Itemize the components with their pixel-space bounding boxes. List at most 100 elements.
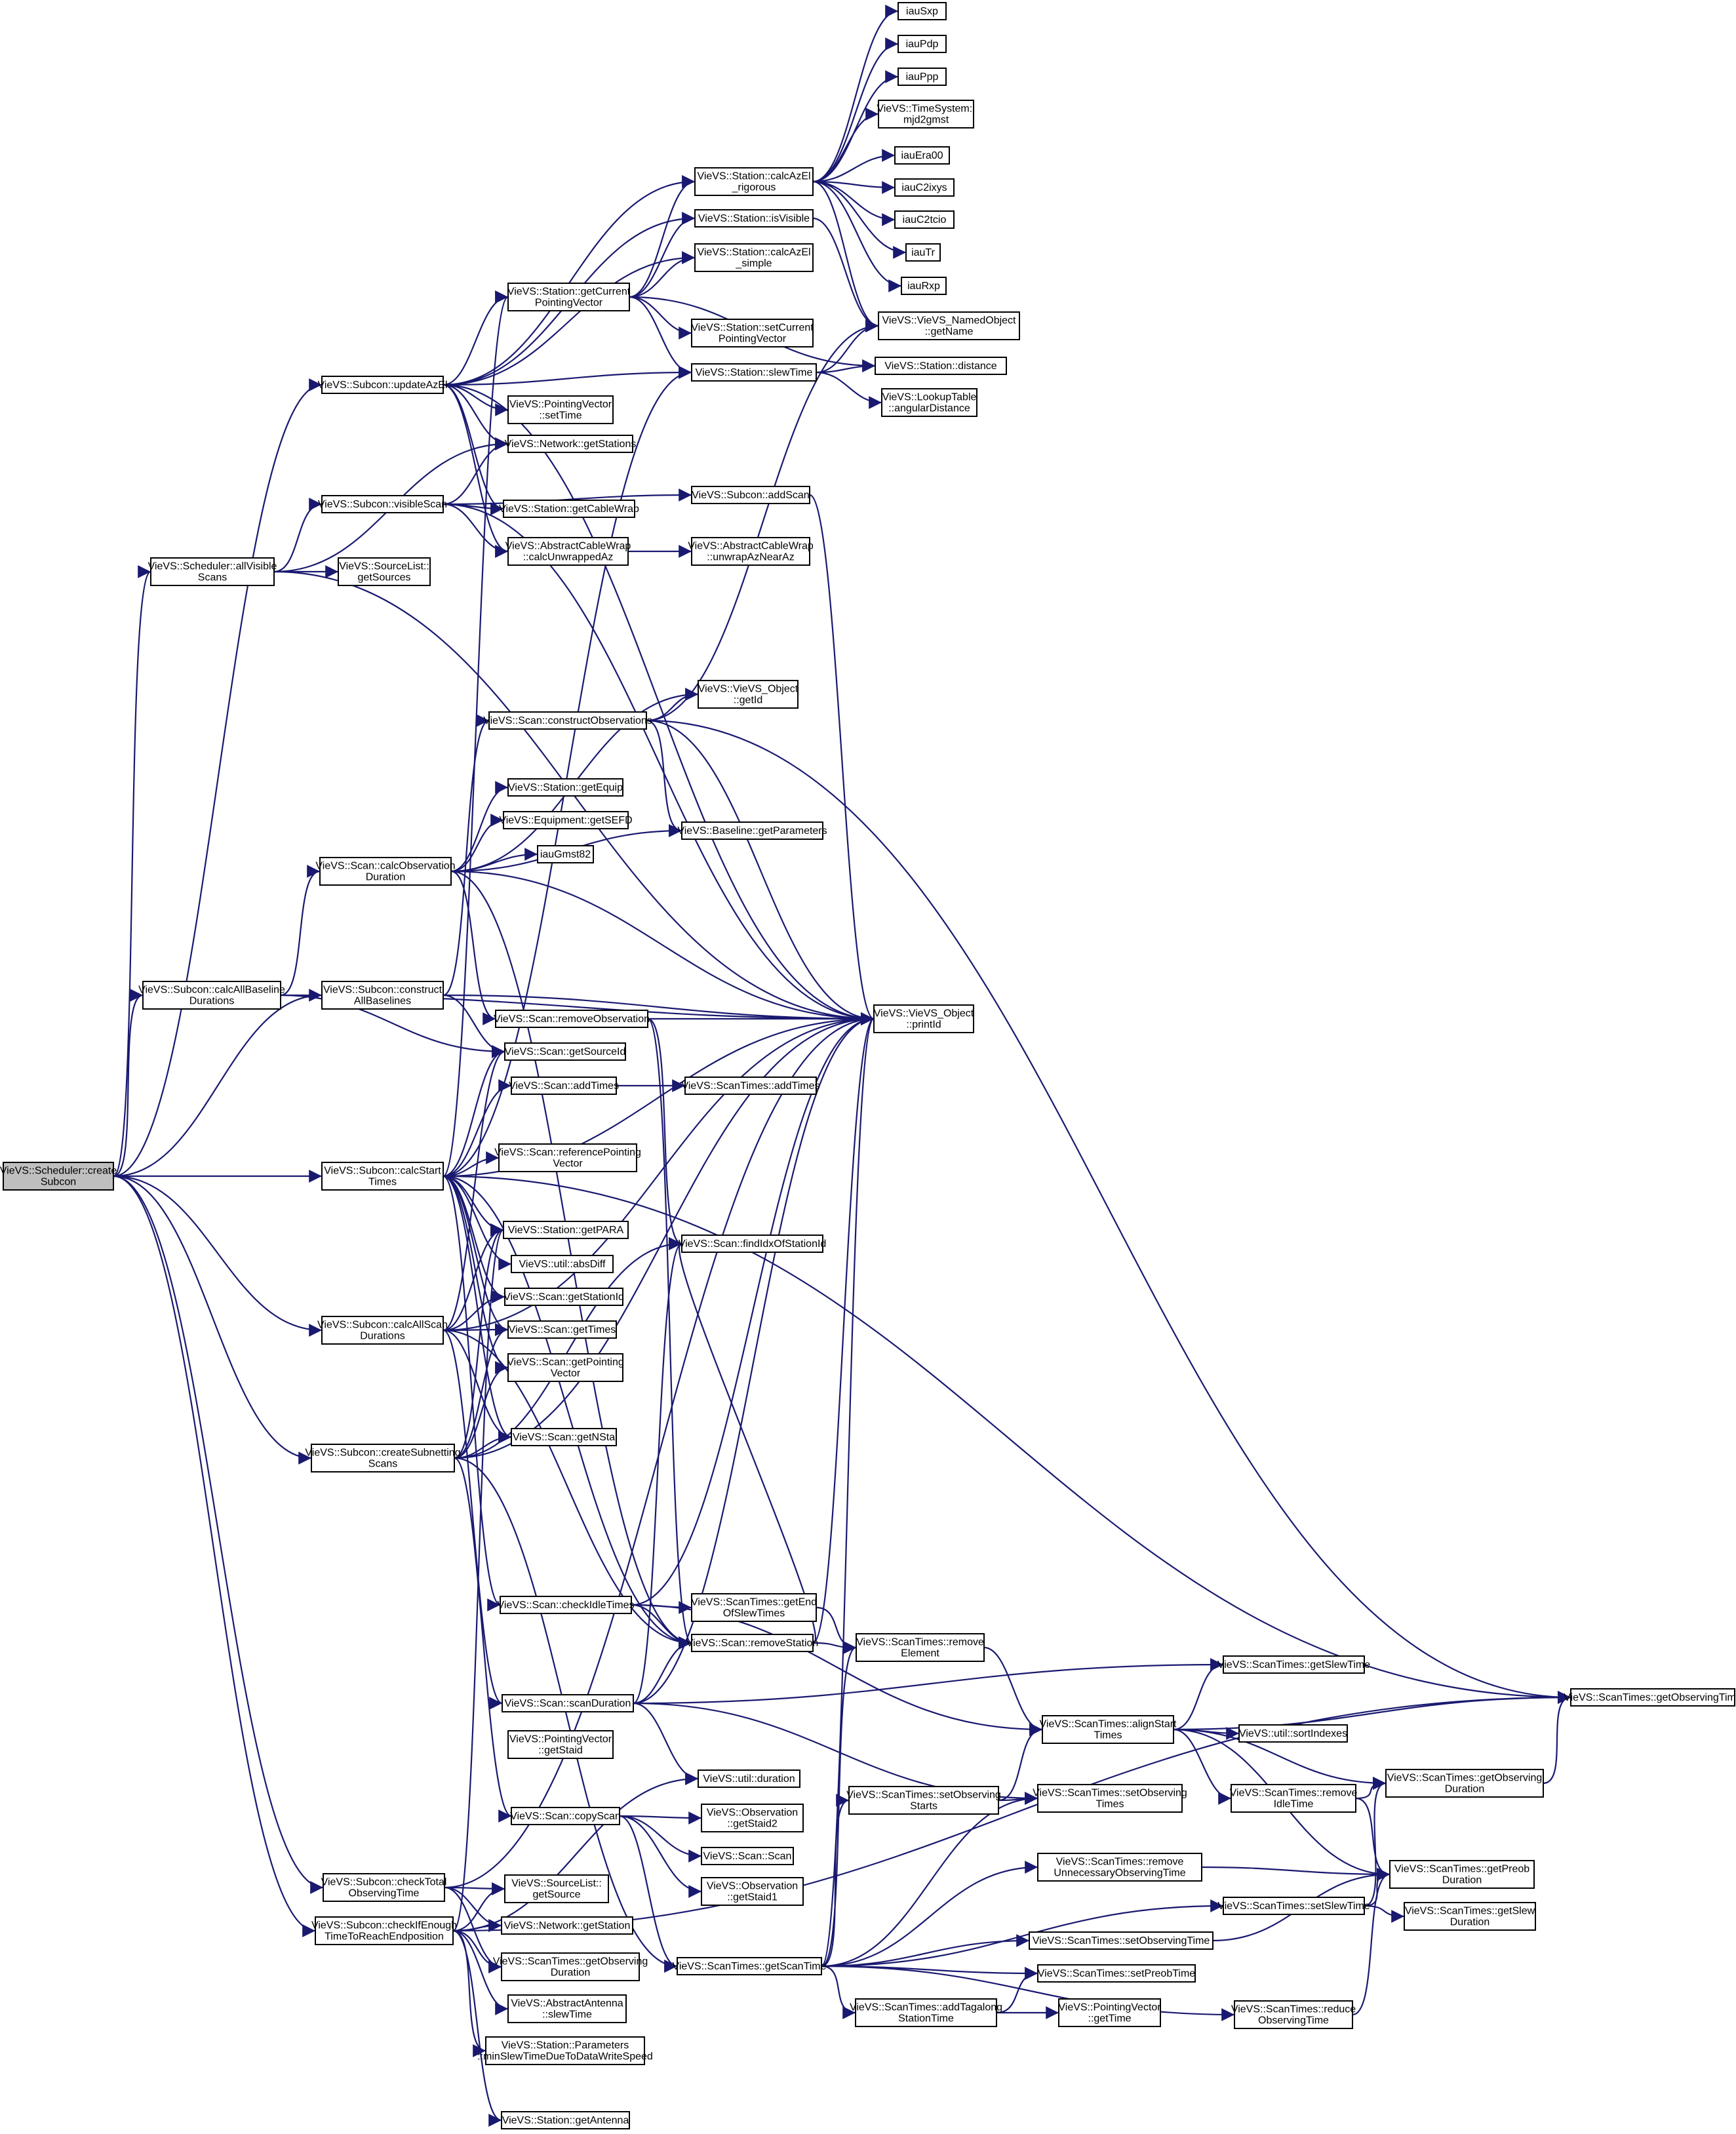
node-setPreobTime[interactable]: VieVS::ScanTimes::setPreobTime — [1037, 1964, 1196, 1983]
node-util_duration[interactable]: VieVS::util::duration — [698, 1769, 800, 1788]
node-getParameters[interactable]: VieVS::Baseline::getParameters — [677, 821, 827, 840]
node-constructObservations[interactable]: VieVS::Scan::constructObservations — [483, 711, 652, 730]
node-getSourceId[interactable]: VieVS::Scan::getSourceId — [504, 1042, 626, 1061]
node-getStationId[interactable]: VieVS::Scan::getStationId — [503, 1288, 624, 1306]
node-setSlewTime[interactable]: VieVS::ScanTimes::setSlewTime — [1217, 1897, 1370, 1915]
node-getAntenna[interactable]: VieVS::Station::getAntenna — [501, 2111, 630, 2129]
node-st_getObservingTime[interactable]: VieVS::ScanTimes::getObservingTime — [1564, 1688, 1736, 1707]
node-label: VieVS::AbstractAntenna::slewTime — [511, 1998, 623, 2021]
node-mjd2gmst[interactable]: VieVS::TimeSystem::mjd2gmst — [877, 100, 976, 128]
edge-calcObservationDuration-to-removeObservation — [450, 870, 496, 1025]
node-setObservingTime[interactable]: VieVS::ScanTimes::setObservingTime — [1029, 1931, 1213, 1950]
node-getSources[interactable]: VieVS::SourceList::getSources — [338, 557, 431, 586]
node-iauRxp[interactable]: iauRxp — [901, 277, 947, 295]
node-st_addTimes[interactable]: VieVS::ScanTimes::addTimes — [681, 1077, 820, 1095]
node-iauTr[interactable]: iauTr — [905, 243, 941, 262]
node-iauSxp[interactable]: iauSxp — [898, 2, 947, 20]
node-label-line: VieVS::SourceList:: — [339, 561, 429, 572]
node-isVisible[interactable]: VieVS::Station::isVisible — [694, 209, 814, 227]
node-iauC2ixys[interactable]: iauC2ixys — [894, 178, 955, 197]
node-getSEFD[interactable]: VieVS::Equipment::getSEFD — [499, 811, 633, 829]
node-unwrapAzNearAz[interactable]: VieVS::AbstractCableWrap::unwrapAzNearAz — [688, 537, 814, 566]
node-label-line: iauPdp — [906, 39, 939, 50]
node-iauEra00[interactable]: iauEra00 — [894, 146, 950, 165]
node-scan_Scan[interactable]: VieVS::Scan::Scan — [701, 1847, 794, 1865]
node-minSlewTime[interactable]: VieVS::Station::Parameters::minSlewTimeD… — [477, 2036, 653, 2065]
node-subcon_addScan[interactable]: VieVS::Subcon::addScan — [691, 486, 810, 504]
node-calcAzEl_simple[interactable]: VieVS::Station::calcAzEl_simple — [694, 243, 814, 272]
node-box — [701, 1877, 804, 1906]
node-label-line: VieVS::ScanTimes::getScanTime — [672, 1961, 826, 1972]
node-copyScan[interactable]: VieVS::Scan::copyScan — [510, 1807, 621, 1825]
node-visibleScan[interactable]: VieVS::Subcon::visibleScan — [318, 495, 447, 513]
node-label: VieVS::ScanTimes::addTimes — [681, 1080, 819, 1092]
node-sortIndexes[interactable]: VieVS::util::sortIndexes — [1238, 1724, 1348, 1743]
node-slewTime[interactable]: VieVS::Station::slewTime — [691, 363, 817, 382]
node-box — [321, 981, 444, 1010]
node-getStations[interactable]: VieVS::Network::getStations — [505, 435, 637, 453]
node-findIdxOfStationId[interactable]: VieVS::Scan::findIdxOfStationId — [679, 1235, 827, 1253]
node-obs_getStaid2[interactable]: VieVS::Observation::getStaid2 — [701, 1804, 804, 1832]
node-distance[interactable]: VieVS::Station::distance — [875, 357, 1007, 375]
node-iauPdp[interactable]: iauPdp — [898, 35, 947, 53]
node-angularDistance[interactable]: VieVS::LookupTable::angularDistance — [881, 388, 977, 417]
node-net_getStation[interactable]: VieVS::Network::getStation — [501, 1916, 633, 1935]
node-aa_slewTime[interactable]: VieVS::AbstractAntenna::slewTime — [507, 1994, 627, 2023]
node-iauGmst82[interactable]: iauGmst82 — [537, 845, 594, 863]
node-scan_addTimes[interactable]: VieVS::Scan::addTimes — [509, 1077, 619, 1095]
node-scan_getTimes[interactable]: VieVS::Scan::getTimes — [507, 1320, 617, 1339]
node-calcUnwrappedAz[interactable]: VieVS::AbstractCableWrap::calcUnwrappedA… — [505, 537, 631, 566]
node-getCableWrap[interactable]: VieVS::Station::getCableWrap — [499, 500, 639, 518]
node-getSlewTime[interactable]: VieVS::ScanTimes::getSlewTime — [1217, 1655, 1370, 1674]
node-absDiff[interactable]: VieVS::util::absDiff — [511, 1255, 614, 1273]
node-obs_getStaid1[interactable]: VieVS::Observation::getStaid1 — [701, 1877, 804, 1906]
node-getNSta[interactable]: VieVS::Scan::getNSta — [511, 1428, 617, 1446]
node-iauC2tcio[interactable]: iauC2tcio — [894, 210, 955, 229]
node-calcAzEl_rigorous[interactable]: VieVS::Station::calcAzEl_rigorous — [694, 167, 814, 196]
node-sl_getSource[interactable]: VieVS::SourceList::getSource — [504, 1874, 609, 1903]
node-removeStation[interactable]: VieVS::Scan::removeStation — [686, 1634, 819, 1652]
node-pv_getTime[interactable]: VieVS::PointingVector::getTime — [1058, 1998, 1161, 2027]
node-getEquip[interactable]: VieVS::Station::getEquip — [507, 778, 623, 797]
node-pv_getStaid[interactable]: VieVS::PointingVector::getStaid — [507, 1730, 614, 1759]
node-object_getId[interactable]: VieVS::VieVS_Object::getId — [698, 680, 799, 709]
node-scanDuration[interactable]: VieVS::Scan::scanDuration — [502, 1694, 634, 1712]
node-pv_setTime[interactable]: VieVS::PointingVector::setTime — [507, 395, 614, 424]
node-named_getName[interactable]: VieVS::VieVS_NamedObject::getName — [878, 311, 1020, 340]
node-box — [694, 243, 814, 272]
node-removeObservation[interactable]: VieVS::Scan::removeObservation — [494, 1010, 650, 1028]
node-iauPpp[interactable]: iauPpp — [898, 68, 947, 86]
node-checkIdleTimes[interactable]: VieVS::Scan::checkIdleTimes — [498, 1596, 635, 1614]
node-printId[interactable]: VieVS::VieVS_Object::printId — [873, 1004, 974, 1033]
node-getScanTime[interactable]: VieVS::ScanTimes::getScanTime — [672, 1957, 827, 1975]
node-getPARA[interactable]: VieVS::Station::getPARA — [503, 1221, 629, 1239]
node-updateAzEl[interactable]: VieVS::Subcon::updateAzEl — [317, 376, 448, 394]
